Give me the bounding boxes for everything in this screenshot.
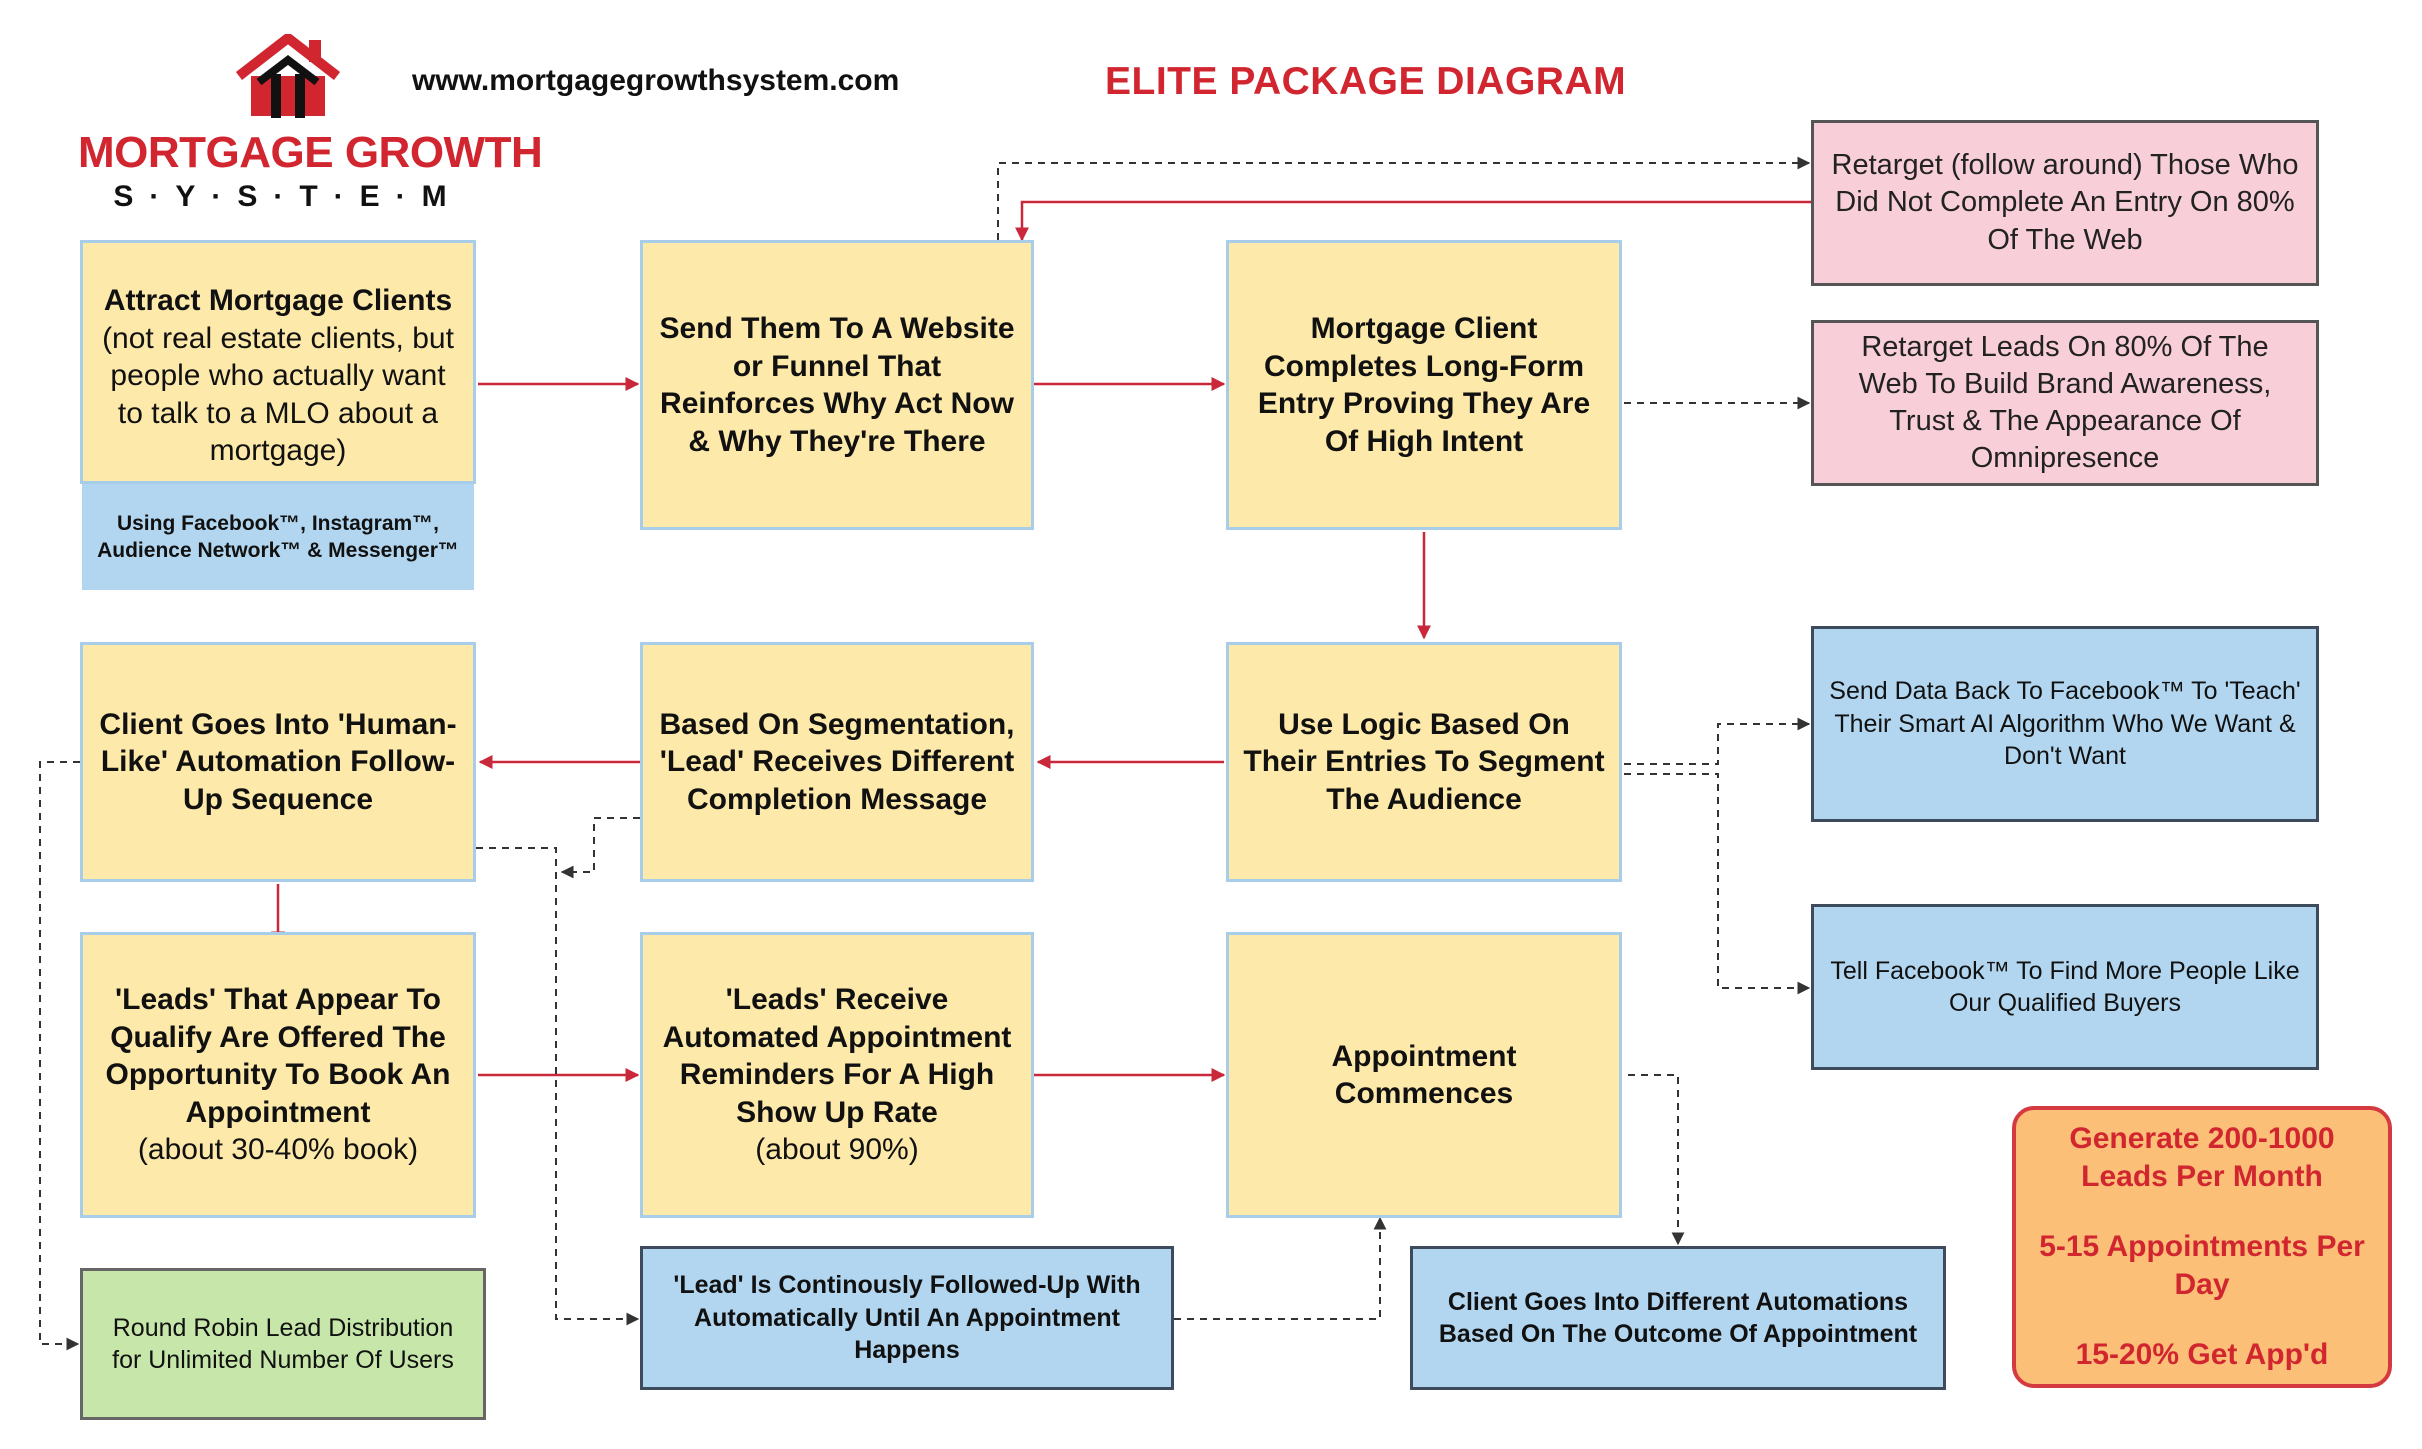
dashed-logic-to-send-data: [1624, 717, 1811, 765]
step-website-funnel: Send Them To A Website or Funnel That Re…: [640, 240, 1034, 530]
dashed-logic-to-find-more: [1624, 773, 1811, 995]
step-attract-channels: Using Facebook™, Instagram™, Audience Ne…: [82, 484, 474, 590]
step-segmentation-message: Based On Segmentation, 'Lead' Receives D…: [640, 642, 1034, 882]
step-appointment-reminders: 'Leads' Receive Automated Appointment Re…: [640, 932, 1034, 1218]
outcome-automations-box: Client Goes Into Different Automations B…: [1410, 1246, 1946, 1390]
continuous-follow-up-box: 'Lead' Is Continously Followed-Up With A…: [640, 1246, 1174, 1390]
logo-wordmark: MORTGAGE GROWTH: [78, 128, 543, 177]
dashed-commences-to-outcome: [1628, 1074, 1685, 1246]
retarget-leads-box: Retarget Leads On 80% Of The Web To Buil…: [1811, 320, 2319, 486]
step-human-like-automation: Client Goes Into 'Human-Like' Automation…: [80, 642, 476, 882]
house-icon: [235, 34, 341, 118]
step-segmentation-title: Based On Segmentation, 'Lead' Receives D…: [659, 707, 1015, 816]
brand-logo: MORTGAGE GROWTH S·Y·S·T·E·M: [78, 34, 543, 214]
send-data-text: Send Data Back To Facebook™ To 'Teach' T…: [1829, 677, 2301, 771]
step-logic-segment: Use Logic Based On Their Entries To Segm…: [1226, 642, 1622, 882]
arrow-retarget-back-to-website: [1015, 200, 1811, 242]
retarget-leads-text: Retarget Leads On 80% Of The Web To Buil…: [1858, 330, 2272, 475]
step-qualify-book: 'Leads' That Appear To Qualify Are Offer…: [80, 932, 476, 1218]
step-attract-title: Attract Mortgage Clients: [103, 284, 453, 318]
step-attract-body: (not real estate clients, but people who…: [102, 321, 454, 468]
step-human-like-title: Client Goes Into 'Human-Like' Automation…: [99, 707, 457, 816]
followed-up-text: 'Lead' Is Continously Followed-Up With A…: [673, 1271, 1141, 1365]
find-more-text: Tell Facebook™ To Find More People Like …: [1830, 956, 2300, 1018]
step-appointment-commences: Appointment Commences: [1226, 932, 1622, 1218]
diagram-title: ELITE PACKAGE DIAGRAM: [1105, 60, 1627, 103]
stat-leads-per-month: Generate 200-1000 Leads Per Month: [2069, 1122, 2335, 1194]
step-reminders-body: (about 90%): [755, 1133, 919, 1167]
step-logic-title: Use Logic Based On Their Entries To Segm…: [1243, 707, 1605, 816]
step-long-form-entry: Mortgage Client Completes Long-Form Entr…: [1226, 240, 1622, 530]
retarget-follow-box: Retarget (follow around) Those Who Did N…: [1811, 120, 2319, 286]
stat-approval-rate: 15-20% Get App'd: [2075, 1337, 2329, 1371]
step-commences-title: Appointment Commences: [1331, 1039, 1517, 1111]
dashed-human-like-to-round-robin: [39, 761, 80, 1351]
round-robin-text: Round Robin Lead Distribution for Unlimi…: [112, 1313, 454, 1375]
step-qualify-body: (about 30-40% book): [137, 1133, 419, 1167]
outcome-text: Client Goes Into Different Automations B…: [1438, 1287, 1918, 1349]
dashed-followed-up-to-commences: [1174, 1216, 1387, 1320]
dashed-website-to-retarget-follow: [997, 156, 1811, 240]
round-robin-box: Round Robin Lead Distribution for Unlimi…: [80, 1268, 486, 1420]
dashed-human-like-to-followed-up: [476, 847, 640, 1326]
step-attract-clients: Attract Mortgage Clients (not real estat…: [80, 240, 476, 484]
step-reminders-title: 'Leads' Receive Automated Appointment Re…: [662, 983, 1012, 1129]
website-url: www.mortgagegrowthsystem.com: [412, 64, 900, 97]
stat-appointments-per-day: 5-15 Appointments Per Day: [2039, 1229, 2365, 1302]
logo-subtitle: S·Y·S·T·E·M: [113, 180, 463, 213]
results-stats-box: Generate 200-1000 Leads Per Month 5-15 A…: [2012, 1106, 2392, 1388]
step-qualify-title: 'Leads' That Appear To Qualify Are Offer…: [105, 983, 451, 1129]
step-long-form-title: Mortgage Client Completes Long-Form Entr…: [1257, 312, 1591, 458]
step-website-title: Send Them To A Website or Funnel That Re…: [659, 312, 1015, 458]
retarget-follow-text: Retarget (follow around) Those Who Did N…: [1831, 149, 2299, 256]
send-data-facebook-box: Send Data Back To Facebook™ To 'Teach' T…: [1811, 626, 2319, 822]
find-more-people-box: Tell Facebook™ To Find More People Like …: [1811, 904, 2319, 1070]
dashed-segmentation-to-vertical: [560, 817, 640, 879]
